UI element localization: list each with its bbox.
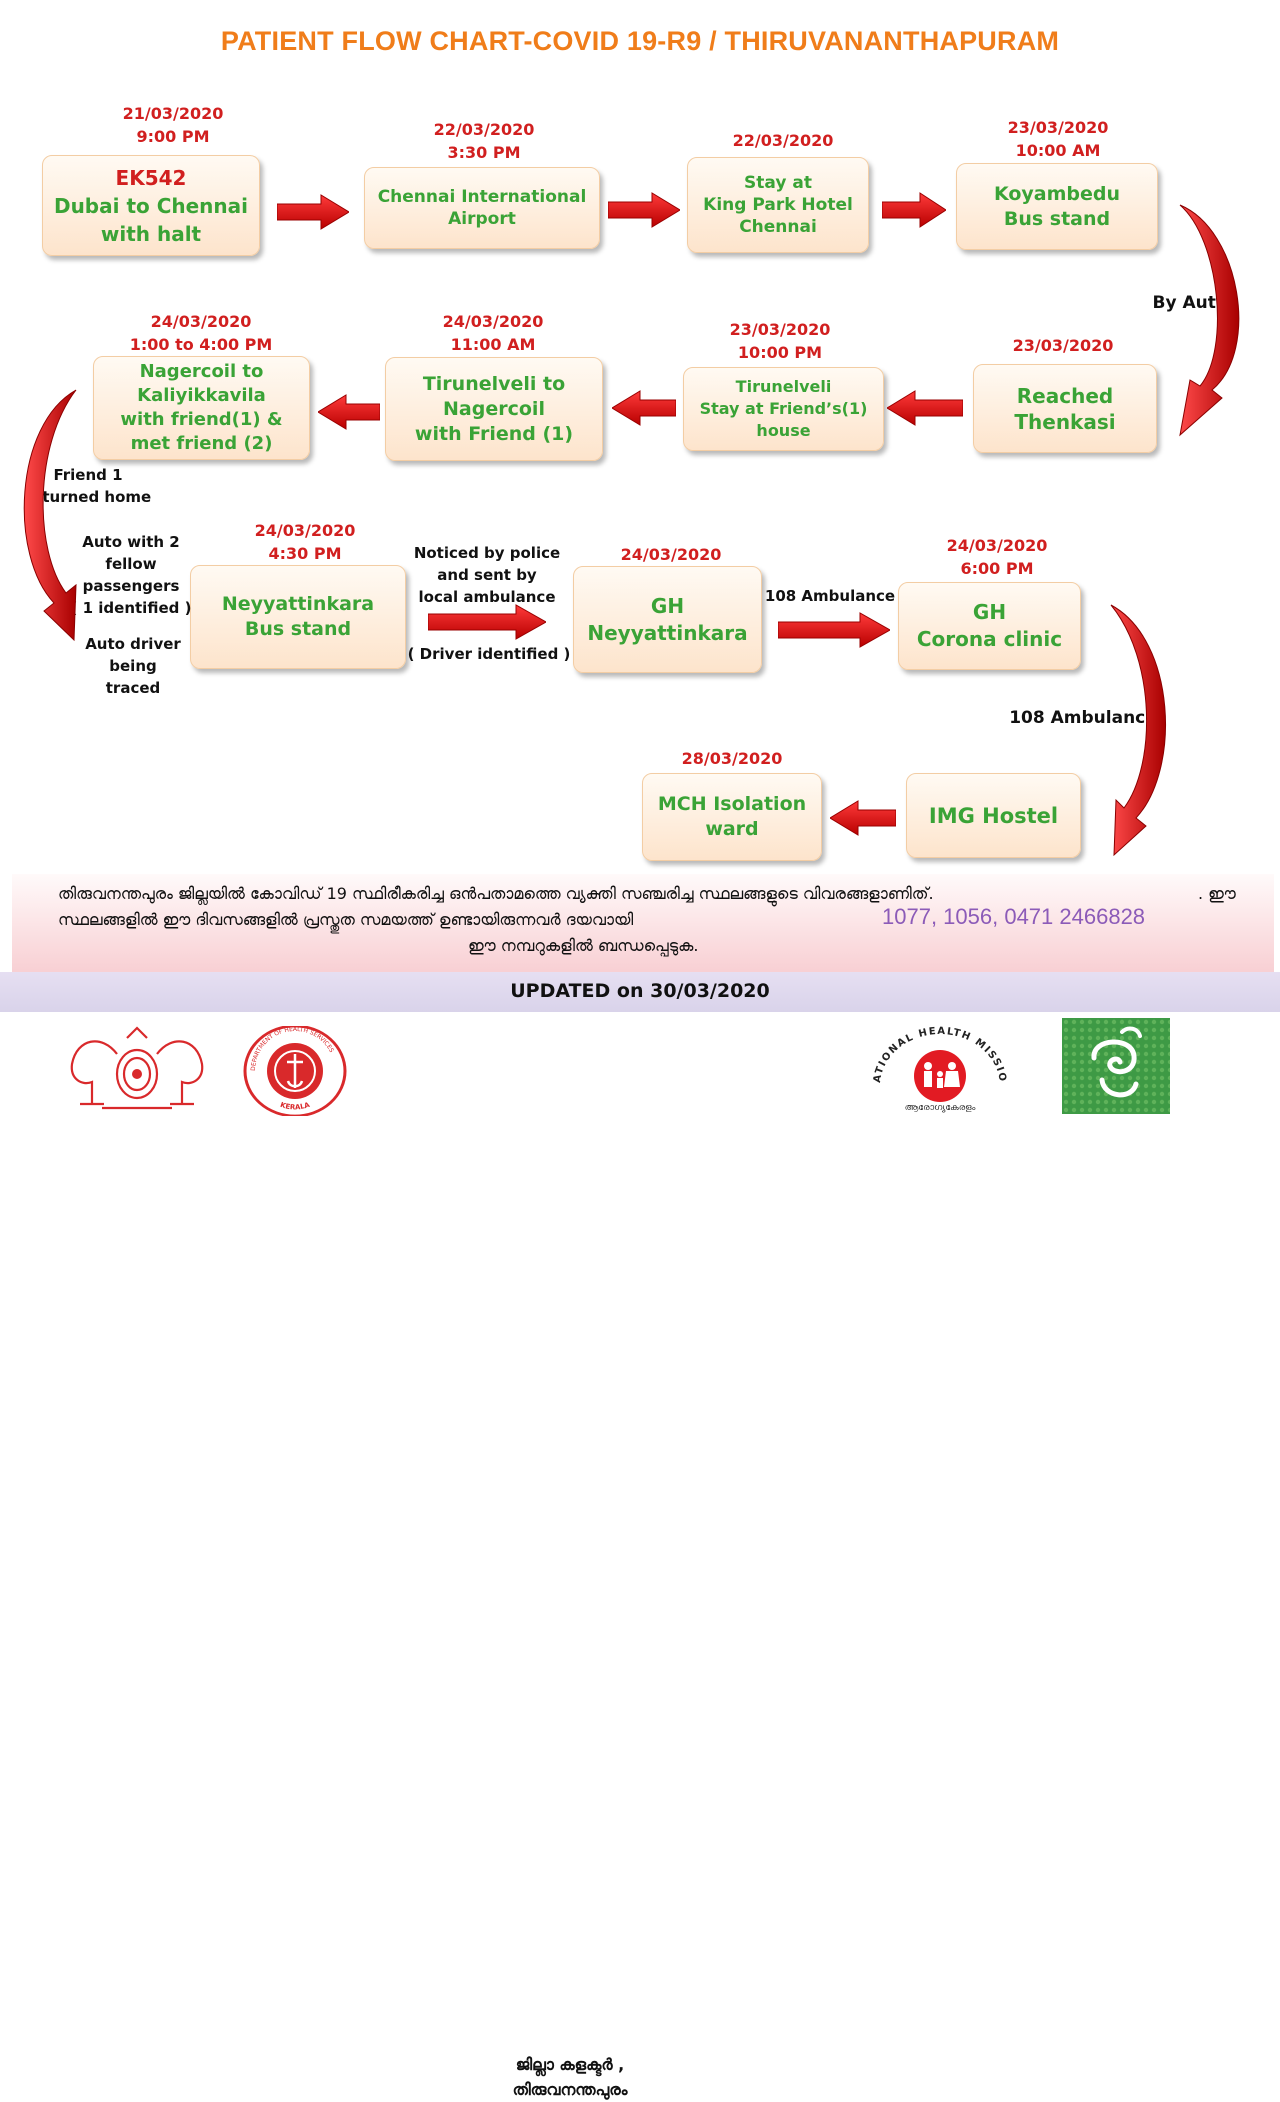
nhm-logo-icon: NATIONAL HEALTH MISSION ആരോഗ്യകേരളം: [860, 1024, 1007, 1113]
kerala-emblem-icon: [70, 1026, 204, 1110]
dhs-kerala-seal-icon: DEPARTMENT OF HEALTH SERVICES KERALA: [243, 1026, 347, 1116]
label-driver-identified: ( Driver identified ): [407, 645, 571, 663]
curved-arrow-n8-n9: [23, 389, 77, 642]
date-n3: 22/03/2020: [732, 131, 834, 150]
label-by-auto: By Auto: [1152, 293, 1228, 313]
footer: DEPARTMENT OF HEALTH SERVICES KERALA ജില…: [0, 1012, 1280, 2099]
label-ambulance-1: 108 Ambulance: [764, 587, 896, 605]
node-img-hostel: IMG Hostel: [906, 773, 1081, 858]
date-n5: 23/03/2020: [1012, 336, 1114, 355]
arrow-n10-n11: [778, 612, 890, 648]
curved-arrow-n11-n12: [1110, 604, 1166, 857]
banner-line-1-end: . ഈ: [1198, 884, 1236, 903]
nhm-caption: ആരോഗ്യകേരളം: [905, 1103, 976, 1113]
district-collector: ജില്ലാ കളക്ടർ , തിരുവനന്തപുരം: [512, 2055, 628, 2099]
arrow-n6-n7: [612, 390, 676, 426]
banner-line-3: ഈ നമ്പറുകളിൽ ബന്ധപ്പെടുക.: [468, 936, 699, 955]
arrow-n5-n6: [887, 390, 963, 426]
banner-line-2: സ്ഥലങ്ങളിൽ ഈ ദിവസങ്ങളിൽ പ്രസ്തുത സമയത്ത്…: [58, 910, 634, 929]
arrow-n7-n8: [318, 394, 380, 430]
arrow-n1-n2: [277, 194, 349, 230]
dhs-ring-text-bottom: KERALA: [279, 1101, 311, 1112]
arrow-n12-n13: [830, 800, 896, 836]
chart-title: PATIENT FLOW CHART-COVID 19-R9 / THIRUVA…: [220, 26, 1060, 56]
svg-text:KERALA: KERALA: [279, 1101, 311, 1112]
date-n13: 28/03/2020: [681, 749, 783, 768]
curved-arrow-n4-n5: [1179, 204, 1240, 437]
banner-line-1: തിരുവനന്തപുരം ജില്ലയിൽ കോവിഡ് 19 സ്ഥിരീക…: [58, 884, 934, 903]
label-ambulance-2: 108 Ambulance: [1009, 708, 1157, 728]
arrow-n3-n4: [882, 192, 946, 228]
arrow-n9-n10: [428, 604, 546, 640]
info-banner: തിരുവനന്തപുരം ജില്ലയിൽ കോവിഡ് 19 സ്ഥിരീക…: [12, 874, 1274, 973]
arrow-n2-n3: [608, 192, 680, 228]
date-n10: 24/03/2020: [620, 545, 722, 564]
updated-date: UPDATED on 30/03/2020: [0, 972, 1280, 1012]
aardram-mission-logo-icon: [1062, 1018, 1170, 1114]
banner-phone-numbers: 1077, 1056, 0471 2466828: [882, 904, 1146, 929]
